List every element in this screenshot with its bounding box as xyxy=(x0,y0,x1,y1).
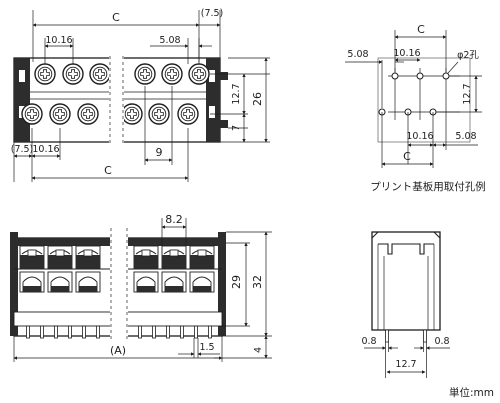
dim-9: 9 xyxy=(156,146,163,159)
pcb-dim-c-top: C xyxy=(417,23,425,36)
screw-terminal xyxy=(89,63,111,85)
pcb-dim-5-08-left: 5.08 xyxy=(347,49,368,60)
screw-terminal xyxy=(177,103,199,125)
screw-terminal xyxy=(134,63,156,85)
screw-terminal xyxy=(49,103,71,125)
screw-terminal xyxy=(148,103,170,125)
pcb-pin xyxy=(82,325,86,339)
dim-1-5: 1.5 xyxy=(199,342,214,353)
pcb-dim-10-16-bottom: 10.16 xyxy=(406,131,433,142)
screw-terminal xyxy=(34,63,56,85)
pcb-pin xyxy=(26,325,30,339)
top-view: C (7.5) 10.16 5.08 12.7 7 26 (7.5) xyxy=(11,8,270,182)
dim-32: 32 xyxy=(251,275,264,289)
dim-pitch-10-16-bottom: 10.16 xyxy=(32,144,59,155)
pcb-dim-12-7: 12.7 xyxy=(462,83,473,104)
pcb-pin xyxy=(68,325,72,339)
screw-terminal xyxy=(161,63,183,85)
pcb-hole-pattern: C 10.16 5.08 φ2孔 12.7 10.16 5.08 C プリント基… xyxy=(345,23,486,193)
pcb-pin xyxy=(208,325,212,339)
pcb-hole-diameter: φ2孔 xyxy=(457,50,479,61)
pcb-pin xyxy=(194,325,198,339)
pcb-pin xyxy=(40,325,44,339)
dim-pitch-5-08-top: 5.08 xyxy=(159,35,180,46)
dim-8-2: 8.2 xyxy=(165,213,183,226)
dim-4: 4 xyxy=(253,347,264,353)
front-view: 8.2 29 32 4 1.5 (A) xyxy=(10,213,272,362)
dim-end-margin-bottom: (7.5) xyxy=(11,144,34,155)
mounting-hole xyxy=(442,72,450,80)
pcb-dim-5-08-right: 5.08 xyxy=(455,131,476,142)
screw-terminal xyxy=(62,63,84,85)
dim-end-margin-top: (7.5) xyxy=(201,8,224,19)
side-dim-0-8-left: 0.8 xyxy=(361,336,376,347)
pcb-pin xyxy=(166,325,170,339)
pcb-caption: プリント基板用取付孔例 xyxy=(370,180,486,193)
pcb-pin xyxy=(385,329,389,343)
screw-terminal xyxy=(121,103,143,125)
pcb-pin xyxy=(152,325,156,339)
side-view-body xyxy=(371,231,441,331)
pcb-dim-c-bottom: C xyxy=(403,150,411,163)
pcb-dim-10-16-top: 10.16 xyxy=(393,48,420,59)
dim-26: 26 xyxy=(251,92,264,106)
side-view: 0.8 0.8 12.7 xyxy=(361,231,450,378)
pcb-pin xyxy=(423,329,427,343)
dim-pitch-10-16-top: 10.16 xyxy=(45,35,72,46)
pcb-pin xyxy=(180,325,184,339)
unit-label: 単位:mm xyxy=(449,386,494,399)
screw-terminal xyxy=(21,103,43,125)
dim-12-7-top-view: 12.7 xyxy=(231,83,242,104)
dim-c-bottom: C xyxy=(104,164,112,177)
dim-29: 29 xyxy=(230,275,243,289)
dim-a: (A) xyxy=(110,344,126,357)
dim-c-top: C xyxy=(112,11,120,24)
screw-terminal xyxy=(77,103,99,125)
pcb-pin xyxy=(54,325,58,339)
screw-terminal xyxy=(188,63,210,85)
dim-7-top-view: 7 xyxy=(231,125,242,131)
pcb-pin xyxy=(96,325,100,339)
mounting-hole xyxy=(416,72,424,80)
side-dim-0-8-right: 0.8 xyxy=(434,336,449,347)
side-dim-12-7: 12.7 xyxy=(395,359,416,370)
pcb-pin xyxy=(138,325,142,339)
mounting-hole xyxy=(391,72,399,80)
